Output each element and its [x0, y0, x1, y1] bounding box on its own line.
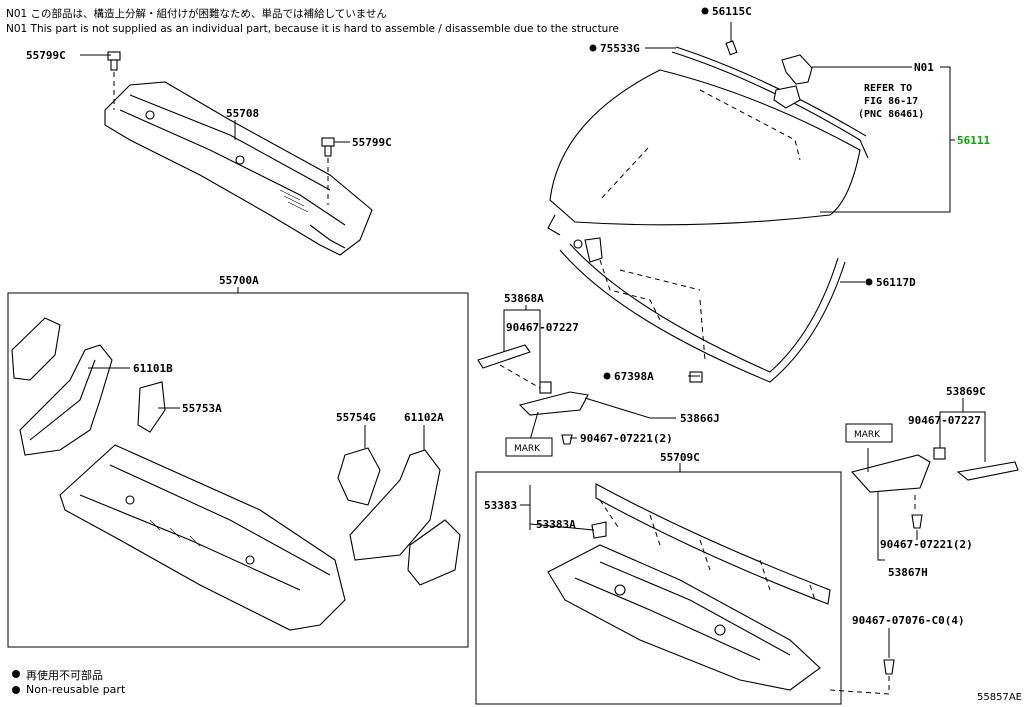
cowl-panel-main [59, 444, 346, 631]
label-55754G: 55754G [336, 411, 376, 424]
seal-53869C [956, 461, 1019, 481]
side-brace-61102A [349, 449, 441, 561]
label-53383A: 53383A [536, 518, 576, 531]
label-53866J: 53866J [680, 412, 720, 425]
screw-90467-07221-a [561, 434, 573, 445]
upper-moulding-edge [675, 46, 867, 137]
upper-moulding [671, 51, 869, 159]
note-n01-english: N01 This part is not supplied as an indi… [6, 23, 619, 35]
label-N01: N01 [914, 61, 934, 74]
lower-moulding-56117D [559, 237, 846, 383]
label-53383: 53383 [484, 499, 517, 512]
label-90467-07227-a: 90467-07227 [506, 321, 579, 334]
label-56117D: 56117D [876, 276, 916, 289]
cowl-top-panel-55708 [104, 81, 373, 256]
label-53868A: 53868A [504, 292, 544, 305]
note-n01-japanese: N01 この部品は、構造上分解・組付けが困難なため、単品では補給していません [6, 8, 387, 20]
seal-53867H [850, 454, 931, 493]
label-55799C-left: 55799C [26, 49, 66, 62]
label-90467-07227-b: 90467-07227 [908, 414, 981, 427]
windshield-glass [547, 69, 861, 249]
screw-90467-07076 [883, 659, 895, 675]
clip-90467-07227-a [539, 381, 552, 394]
label-55753A: 55753A [182, 402, 222, 415]
label-56111: 56111 [957, 134, 990, 147]
legend-japanese: 再使用不可部品 [26, 669, 103, 682]
label-75533G: 75533G [600, 42, 640, 55]
non-reusable-markers [589, 7, 873, 380]
bracket-left-small [11, 317, 61, 381]
label-55700A: 55700A [219, 274, 259, 287]
label-53867H: 53867H [888, 566, 928, 579]
clip-56115C [725, 40, 738, 56]
label-55709C: 55709C [660, 451, 700, 464]
label-61101B: 61101B [133, 362, 173, 375]
diagram-code: 55857AE [977, 692, 1022, 703]
bracket-55754G [337, 447, 381, 506]
label-90467-07221-b: 90467-07221(2) [880, 538, 973, 551]
clip-55799C-left [107, 51, 121, 71]
mark-label-left: MARK [514, 444, 541, 454]
side-brace-61101B [19, 344, 113, 456]
refer-line-3: (PNC 86461) [858, 109, 924, 120]
label-61102A: 61102A [404, 411, 444, 424]
clip-67398A [689, 371, 703, 383]
bracket-n01 [773, 54, 813, 109]
mark-label-right: MARK [854, 430, 881, 440]
seal-53866J [518, 391, 589, 416]
legend-english: Non-reusable part [26, 683, 126, 696]
mark-box-left [505, 437, 553, 457]
seal-53868A [477, 344, 531, 369]
bracket-55753A [137, 381, 166, 433]
bracket-right-small [407, 519, 461, 586]
clip-53383A [591, 521, 607, 539]
mark-box-right [845, 423, 893, 443]
label-56115C: 56115C [712, 5, 752, 18]
legend-dot-jp [12, 670, 20, 678]
clip-90467-07227-b [933, 447, 946, 460]
cowl-louver-55709C [547, 483, 831, 691]
label-67398A: 67398A [614, 370, 654, 383]
legend-dot-en [12, 686, 20, 694]
refer-line-1: REFER TO [864, 83, 912, 94]
group-frame-55709C [475, 471, 842, 705]
label-55799C-right: 55799C [352, 136, 392, 149]
clip-55799C-right [321, 137, 335, 157]
leader-lines [80, 22, 986, 658]
refer-line-2: FIG 86-17 [864, 96, 918, 107]
screw-90467-07221-b [911, 514, 923, 529]
label-53869C: 53869C [946, 385, 986, 398]
label-90467-07076: 90467-07076-C0(4) [852, 614, 965, 627]
label-90467-07221-a: 90467-07221(2) [580, 432, 673, 445]
label-55708: 55708 [226, 107, 259, 120]
